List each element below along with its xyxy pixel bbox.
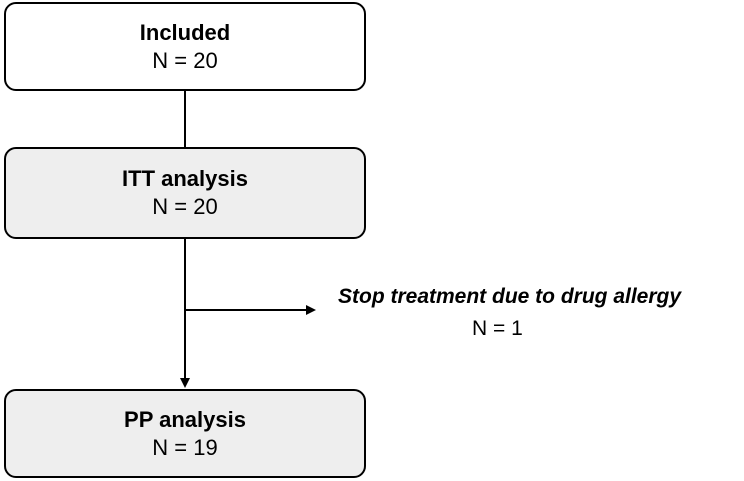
exclusion-note: Stop treatment due to drug allergy N = 1 [338,283,738,343]
included-box: Included N = 20 [4,2,366,91]
pp-analysis-box: PP analysis N = 19 [4,389,366,478]
itt-analysis-title: ITT analysis [122,166,248,191]
pp-analysis-title: PP analysis [124,406,246,432]
exclusion-reason: Stop treatment due to drug allergy [338,285,682,308]
exclusion-count: N = 1 [472,317,523,340]
itt-analysis-box: ITT analysis N = 20 [4,147,366,239]
pp-analysis-count: N = 19 [152,434,218,460]
itt-analysis-count: N = 20 [152,194,218,219]
included-count: N = 20 [152,47,218,73]
included-title: Included [139,19,231,45]
